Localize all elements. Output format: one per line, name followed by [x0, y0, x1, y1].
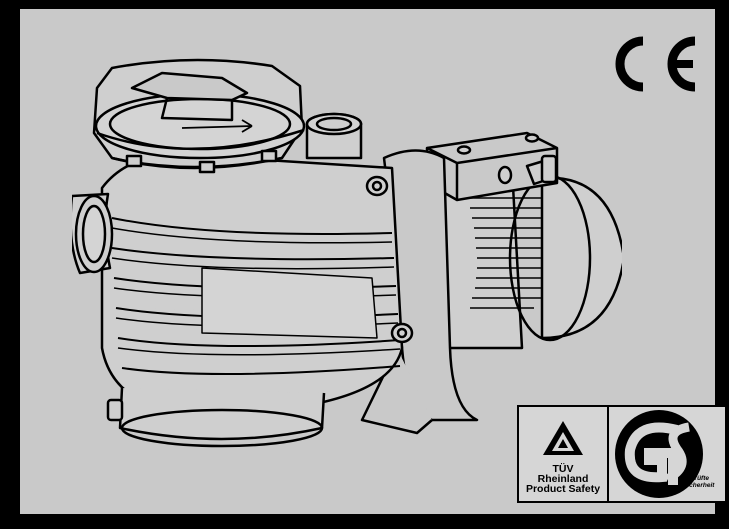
gs-line: Sicherheit: [683, 482, 715, 489]
tuv-triangle-icon: [543, 421, 583, 455]
certification-badge: [517, 405, 727, 503]
gs-logo-icon: [615, 410, 703, 498]
tuv-label: TÜV Rheinland Product Safety: [518, 463, 608, 495]
gs-line: geprüfte: [683, 475, 709, 482]
tuv-line: Rheinland: [537, 473, 589, 485]
tuv-line: TÜV: [552, 463, 574, 475]
pump-illustration: [72, 58, 622, 448]
ce-mark-icon: [615, 36, 696, 92]
gs-label: geprüfte Sicherheit: [683, 475, 727, 489]
tuv-line: Product Safety: [525, 483, 601, 495]
